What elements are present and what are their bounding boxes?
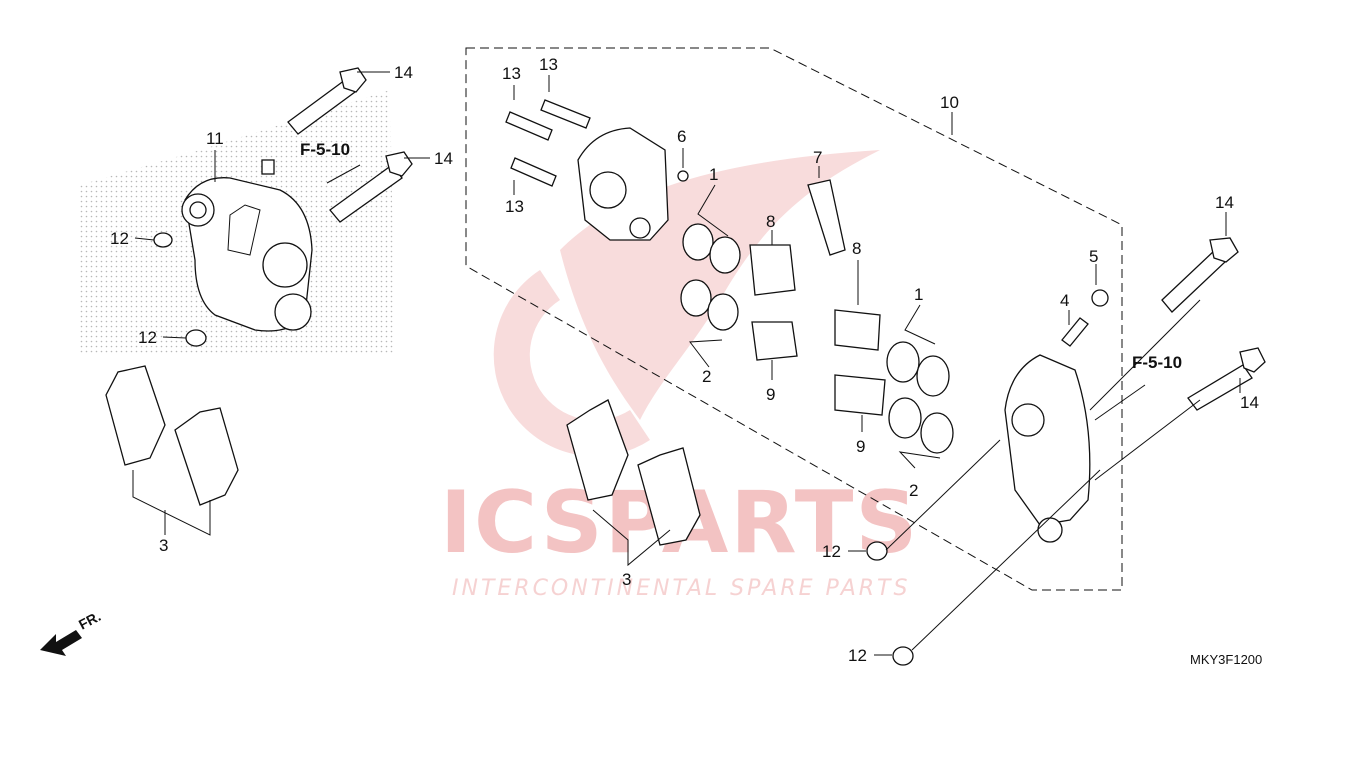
pad-spring-7 — [807, 179, 846, 256]
front-direction-arrow: FR. — [40, 608, 103, 656]
callout-2: 2 — [909, 481, 918, 500]
callout-11: 11 — [206, 129, 224, 148]
callout-3: 3 — [159, 536, 168, 555]
callout-12: 12 — [138, 328, 157, 347]
callout-13: 13 — [539, 55, 558, 74]
right-bolt-lower — [1187, 347, 1266, 411]
right-caliper-assembly — [1004, 354, 1091, 543]
callout-12: 12 — [110, 229, 129, 248]
caliper-bolts-13 — [505, 99, 591, 187]
watermark-tagline: INTERCONTINENTAL SPARE PARTS — [452, 576, 910, 601]
reference-label: F-5-10 — [1132, 353, 1182, 372]
callout-9: 9 — [856, 437, 865, 456]
callout-10: 10 — [940, 93, 959, 112]
seal-12-left-a — [153, 232, 173, 248]
seal-12-right-a — [866, 541, 888, 561]
piston-seals-lower — [886, 341, 954, 454]
kit-brake-pads — [566, 399, 701, 546]
pistons-lower — [834, 309, 886, 416]
leader-lines — [132, 71, 1241, 656]
callout-5: 5 — [1089, 247, 1098, 266]
left-brake-pads — [105, 365, 239, 506]
watermark-gear-logo — [493, 270, 650, 457]
drawing-code: MKY3F1200 — [1190, 652, 1262, 667]
callout-3: 3 — [622, 570, 631, 589]
callout-13: 13 — [502, 64, 521, 83]
bleeder-cap-5 — [1091, 289, 1109, 307]
caliper-half-body — [577, 127, 669, 241]
callout-12: 12 — [848, 646, 867, 665]
left-bolt-middle — [329, 151, 413, 223]
callout-14: 14 — [1240, 393, 1259, 412]
piston-seals-upper — [680, 223, 741, 331]
seal-12-right-b — [892, 646, 914, 666]
callout-1: 1 — [914, 285, 923, 304]
left-bolt-top — [287, 67, 367, 135]
reference-label: F-5-10 — [300, 140, 350, 159]
callout-9: 9 — [766, 385, 775, 404]
nut-6 — [677, 170, 689, 182]
callout-1: 1 — [709, 165, 718, 184]
callout-13: 13 — [505, 197, 524, 216]
callout-14: 14 — [434, 149, 453, 168]
left-caliper-assembly — [181, 159, 313, 332]
callout-2: 2 — [702, 367, 711, 386]
front-label: FR. — [76, 608, 103, 633]
callout-8: 8 — [766, 212, 775, 231]
callout-7: 7 — [813, 148, 822, 167]
right-bolt-top — [1161, 237, 1239, 313]
callout-8: 8 — [852, 239, 861, 258]
callout-14: 14 — [394, 63, 413, 82]
seal-12-left-b — [185, 329, 207, 347]
callout-12: 12 — [822, 542, 841, 561]
pistons-upper — [749, 244, 798, 361]
callout-14: 14 — [1215, 193, 1234, 212]
bleeder-valve-4 — [1061, 317, 1089, 347]
callout-4: 4 — [1060, 291, 1069, 310]
callout-labels: 14 14 11 12 12 3 13 13 13 6 7 1 8 2 9 8 … — [110, 55, 1259, 665]
callout-6: 6 — [677, 127, 686, 146]
